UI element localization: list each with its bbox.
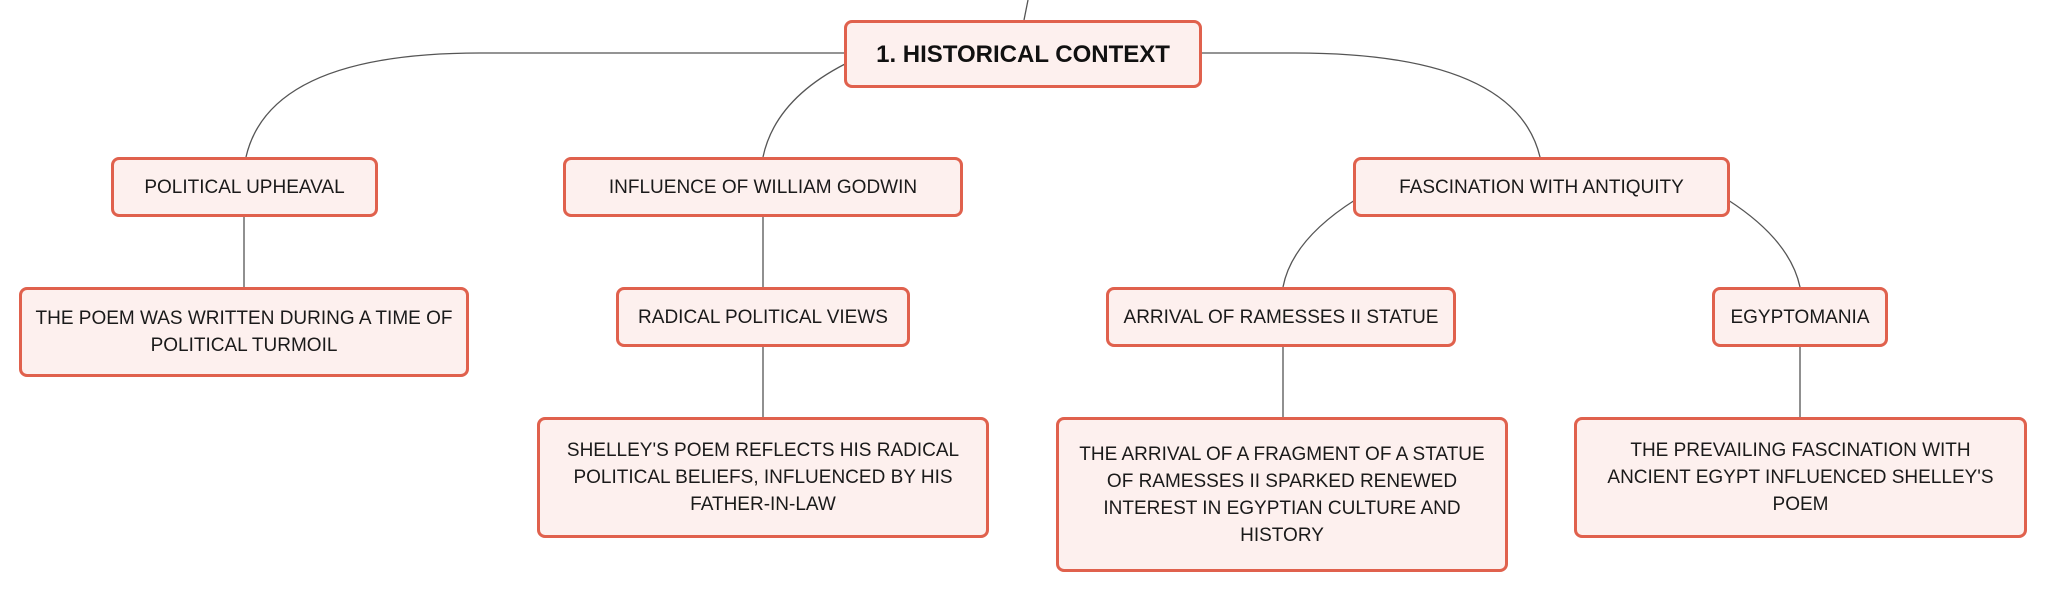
connector-antiquity-to-egyptomania [1727, 199, 1801, 288]
connector-root-to-godwin [762, 63, 846, 158]
node-shelley-radical-beliefs[interactable]: SHELLEY'S POEM REFLECTS HIS RADICAL POLI… [537, 417, 989, 538]
node-influence-of-william-godwin[interactable]: INFLUENCE OF WILLIAM GODWIN [563, 157, 963, 217]
node-ramesses-statue-fragment[interactable]: THE ARRIVAL OF A FRAGMENT OF A STATUE OF… [1056, 417, 1508, 572]
node-political-turmoil[interactable]: THE POEM WAS WRITTEN DURING A TIME OF PO… [19, 287, 469, 377]
root-node-historical-context[interactable]: 1. HISTORICAL CONTEXT [844, 20, 1202, 88]
node-radical-political-views[interactable]: RADICAL POLITICAL VIEWS [616, 287, 910, 347]
node-egypt-fascination[interactable]: THE PREVAILING FASCINATION WITH ANCIENT … [1574, 417, 2027, 538]
node-egyptomania[interactable]: EGYPTOMANIA [1712, 287, 1888, 347]
node-fascination-with-antiquity[interactable]: FASCINATION WITH ANTIQUITY [1353, 157, 1730, 217]
node-arrival-of-ramesses-statue[interactable]: ARRIVAL OF RAMESSES II STATUE [1106, 287, 1456, 347]
connector-parent-to-root [1023, 0, 1029, 21]
node-political-upheaval[interactable]: POLITICAL UPHEAVAL [111, 157, 378, 217]
connector-root-to-antiquity [1200, 52, 1541, 158]
connector-antiquity-to-ramesses [1282, 199, 1356, 288]
connector-root-to-political-upheaval [245, 52, 845, 158]
